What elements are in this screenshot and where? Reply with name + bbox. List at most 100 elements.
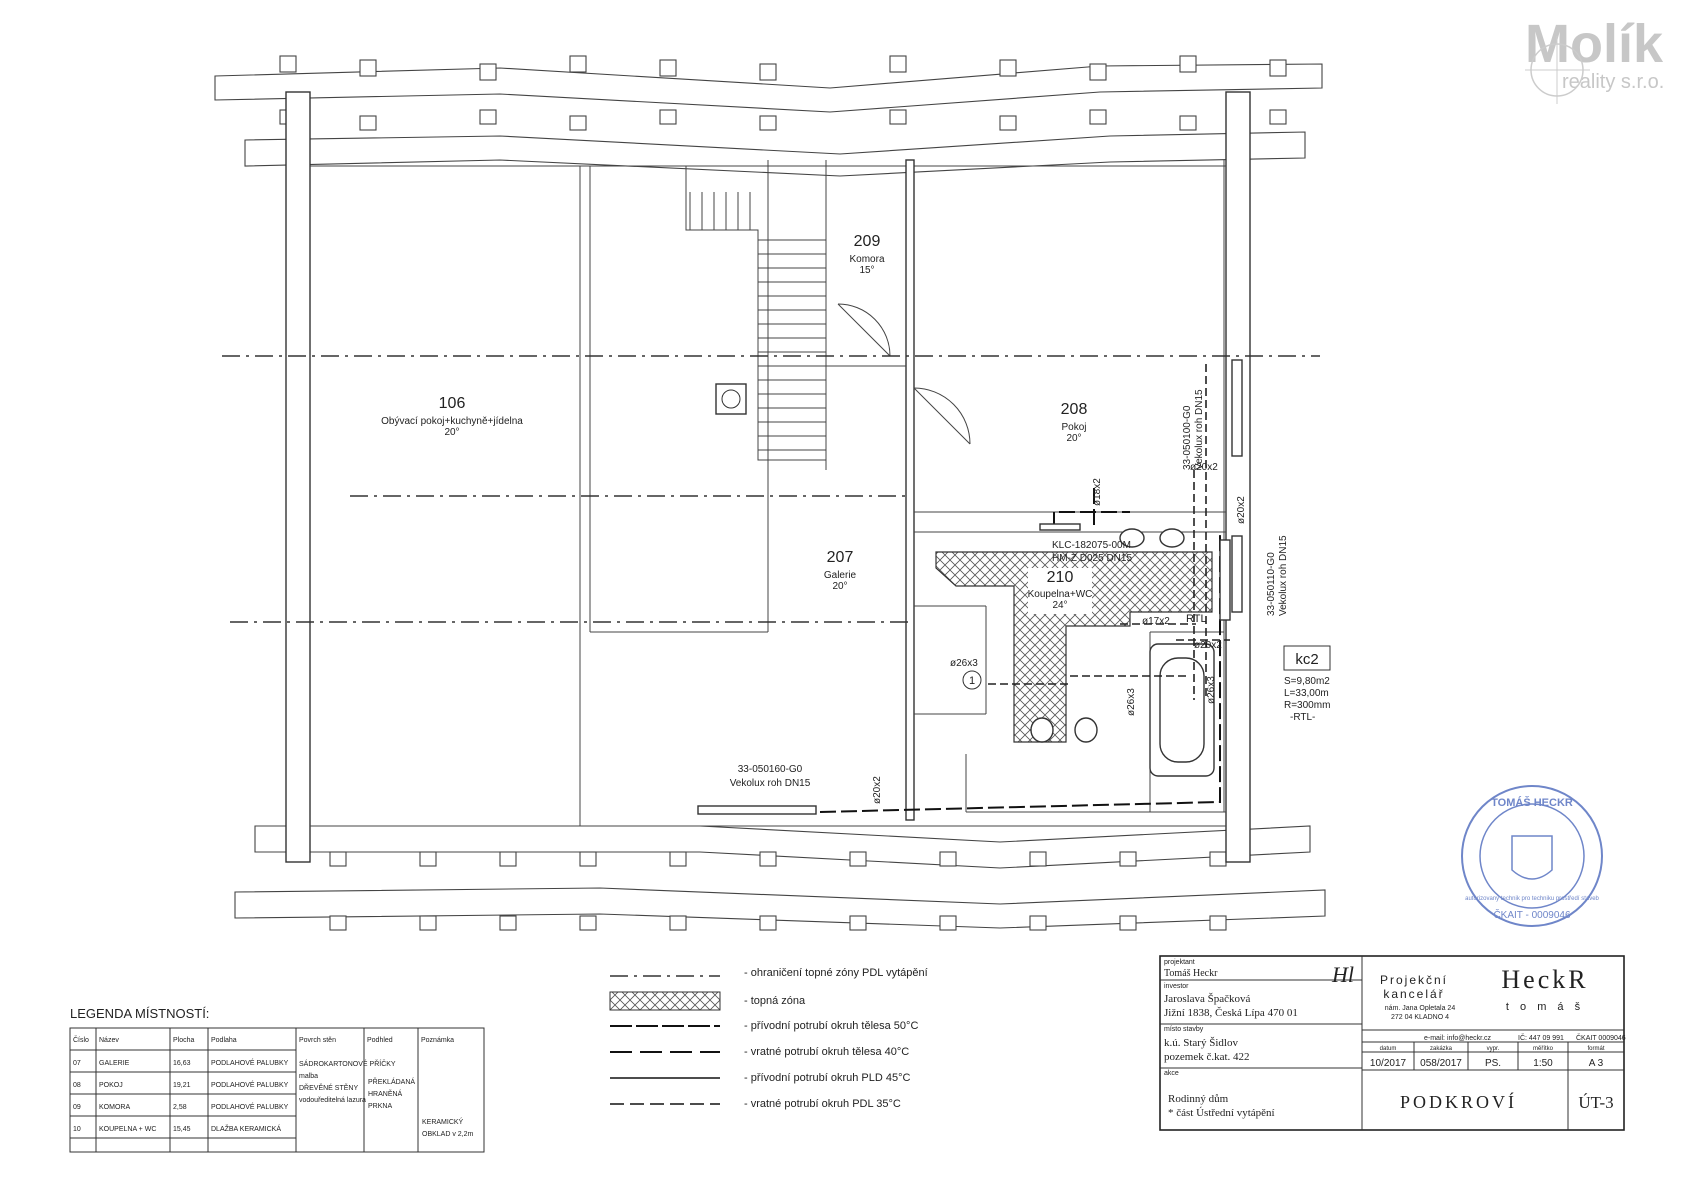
legend-cell: PODLAHOVÉ PALUBKY	[211, 1058, 289, 1067]
svg-text:ø26x3: ø26x3	[1126, 688, 1137, 716]
svg-text:kc2: kc2	[1295, 651, 1318, 668]
circuit-number: 1	[969, 675, 975, 687]
legend-ceiling: PŘEKLÁDANÁ	[368, 1077, 415, 1086]
watermark-logo: Molík reality s.r.o.	[1525, 14, 1664, 104]
upper-beam-band	[214, 55, 1323, 177]
legend-cell: 16,63	[173, 1060, 191, 1067]
legend-walls: malba	[299, 1073, 318, 1080]
svg-text:20°: 20°	[444, 427, 459, 438]
svg-text:33-050160-G0: 33-050160-G0	[738, 764, 803, 775]
room-210-label: 210 Koupelna+WC 24°	[1028, 568, 1093, 614]
watermark-sub: reality s.r.o.	[1562, 71, 1664, 93]
svg-text:kancelář: kancelář	[1383, 987, 1444, 1001]
svg-text:Vekolux roh DN15: Vekolux roh DN15	[1278, 535, 1289, 616]
equipment-labels: KLC-182075-00M HM-Z D025 DN15 RTL 1 33-0…	[730, 389, 1289, 804]
radiator-klc	[1039, 523, 1081, 531]
svg-text:ø20x2: ø20x2	[1194, 640, 1222, 651]
svg-text:24°: 24°	[1052, 600, 1067, 611]
svg-text:15°: 15°	[859, 265, 874, 276]
legend-note: KERAMICKÝ	[422, 1117, 464, 1126]
legend-header: Podhled	[367, 1037, 393, 1044]
meta-value: 1:50	[1533, 1058, 1553, 1069]
svg-text:projektant: projektant	[1164, 959, 1195, 966]
room-106-label: 106 Obývací pokoj+kuchyně+jídelna 20°	[381, 395, 523, 438]
legend-ceiling: PRKNA	[368, 1103, 392, 1110]
meta-value: PS.	[1485, 1058, 1501, 1069]
svg-text:210: 210	[1047, 569, 1074, 586]
legend-ceiling: HRANĚNÁ	[368, 1089, 403, 1098]
meta-header: vypr.	[1487, 1046, 1500, 1052]
room-209-label: 209 Komora 15°	[849, 233, 884, 276]
svg-text:HeckR: HeckR	[1501, 965, 1588, 994]
legend-cell: PODLAHOVÉ PALUBKY	[211, 1080, 289, 1089]
meta-header: měřítko	[1533, 1046, 1554, 1052]
svg-text:- vratné potrubí okruh tělesa: - vratné potrubí okruh tělesa 40°C	[744, 1046, 909, 1058]
meta-value: A 3	[1589, 1058, 1604, 1069]
svg-text:t o m á š: t o m á š	[1506, 1001, 1584, 1013]
svg-text:Rodinný dům: Rodinný dům	[1168, 1093, 1229, 1105]
svg-text:ø20x2: ø20x2	[1236, 496, 1247, 524]
heating-circuit-kc2: kc2 S=9,80m2 L=33,00m R=300mm -RTL-	[1283, 645, 1331, 723]
svg-text:Vekolux roh DN15: Vekolux roh DN15	[1194, 389, 1205, 470]
svg-text:investor: investor	[1164, 983, 1189, 990]
legend-cell: 10	[73, 1126, 81, 1133]
svg-text:R=300mm: R=300mm	[1284, 700, 1330, 711]
svg-text:S=9,80m2: S=9,80m2	[1284, 676, 1330, 687]
svg-text:- přívodní potrubí okruh těles: - přívodní potrubí okruh tělesa 50°C	[744, 1020, 918, 1032]
svg-text:autorizovaný technik pro techn: autorizovaný technik pro techniku prostř…	[1465, 896, 1599, 902]
svg-text:IČ: 447 09 991: IČ: 447 09 991	[1518, 1033, 1564, 1042]
legend-cell: GALERIE	[99, 1060, 130, 1067]
meta-header: zakázka	[1430, 1046, 1453, 1052]
building-walls	[285, 91, 1251, 863]
svg-text:20°: 20°	[832, 581, 847, 592]
legend-cell: KOUPELNA + WC	[99, 1126, 156, 1133]
svg-text:HM-Z D025 DN15: HM-Z D025 DN15	[1052, 553, 1132, 564]
svg-text:Koupelna+WC: Koupelna+WC	[1028, 589, 1093, 600]
legend-walls: SÁDROKARTONOVÉ PŘÍČKY	[299, 1059, 396, 1068]
svg-text:ø17x2: ø17x2	[1142, 616, 1170, 627]
signature: Hl	[1331, 962, 1354, 987]
legend-cell: 08	[73, 1082, 81, 1089]
legend-cell: PODLAHOVÉ PALUBKY	[211, 1102, 289, 1111]
svg-text:Projekční: Projekční	[1380, 973, 1448, 987]
svg-text:33-050100-G0: 33-050100-G0	[1182, 405, 1193, 470]
svg-text:akce: akce	[1164, 1070, 1179, 1077]
svg-text:209: 209	[854, 233, 881, 250]
svg-text:33-050110-G0: 33-050110-G0	[1266, 552, 1277, 616]
radiator-210	[1231, 535, 1243, 613]
svg-text:- ohraničení topné zóny PDL vy: - ohraničení topné zóny PDL vytápění	[744, 967, 928, 979]
svg-text:Galerie: Galerie	[824, 570, 857, 581]
svg-text:ø26x3: ø26x3	[950, 658, 978, 669]
legend-cell: 2,58	[173, 1104, 187, 1111]
meta-header: formát	[1587, 1046, 1604, 1052]
meta-value: 058/2017	[1420, 1058, 1462, 1069]
chimney	[715, 383, 747, 415]
room-208-label: 208 Pokoj 20°	[1061, 401, 1088, 444]
svg-text:207: 207	[827, 549, 854, 566]
svg-text:pozemek č.kat. 422: pozemek č.kat. 422	[1164, 1051, 1250, 1063]
pipe-routes	[819, 364, 1230, 813]
svg-text:- topná zóna: - topná zóna	[744, 995, 806, 1007]
room-207-label: 207 Galerie 20°	[824, 549, 857, 592]
svg-text:Obývací pokoj+kuchyně+jídelna: Obývací pokoj+kuchyně+jídelna	[381, 416, 523, 427]
svg-text:208: 208	[1061, 401, 1088, 418]
watermark-brand: Molík	[1525, 14, 1664, 74]
svg-text:Jižní 1838, Česká Lípa 470 01: Jižní 1838, Česká Lípa 470 01	[1164, 1007, 1298, 1019]
svg-text:- vratné potrubí okruh PDL 35°: - vratné potrubí okruh PDL 35°C	[744, 1098, 901, 1110]
legend-walls: vodouředitelná lazura	[299, 1097, 366, 1104]
svg-text:e-mail: info@heckr.cz: e-mail: info@heckr.cz	[1424, 1035, 1492, 1042]
svg-text:Vekolux roh DN15: Vekolux roh DN15	[730, 778, 811, 789]
svg-text:PODKROVÍ: PODKROVÍ	[1400, 1091, 1517, 1112]
legend-cell: DLAŽBA KERAMICKÁ	[211, 1124, 281, 1133]
radiator-208	[1231, 359, 1243, 457]
svg-text:-RTL-: -RTL-	[1290, 712, 1315, 723]
svg-text:RTL: RTL	[1186, 613, 1207, 625]
legend-cell: 15,45	[173, 1126, 191, 1133]
svg-text:Komora: Komora	[849, 254, 884, 265]
svg-text:nám. Jana Opletala 24: nám. Jana Opletala 24	[1385, 1005, 1456, 1012]
svg-text:* část Ústřední vytápění: * část Ústřední vytápění	[1168, 1107, 1275, 1119]
line-legend: - ohraničení topné zóny PDL vytápění - t…	[609, 967, 928, 1110]
legend-header: Plocha	[173, 1037, 195, 1044]
staircase	[685, 166, 827, 461]
